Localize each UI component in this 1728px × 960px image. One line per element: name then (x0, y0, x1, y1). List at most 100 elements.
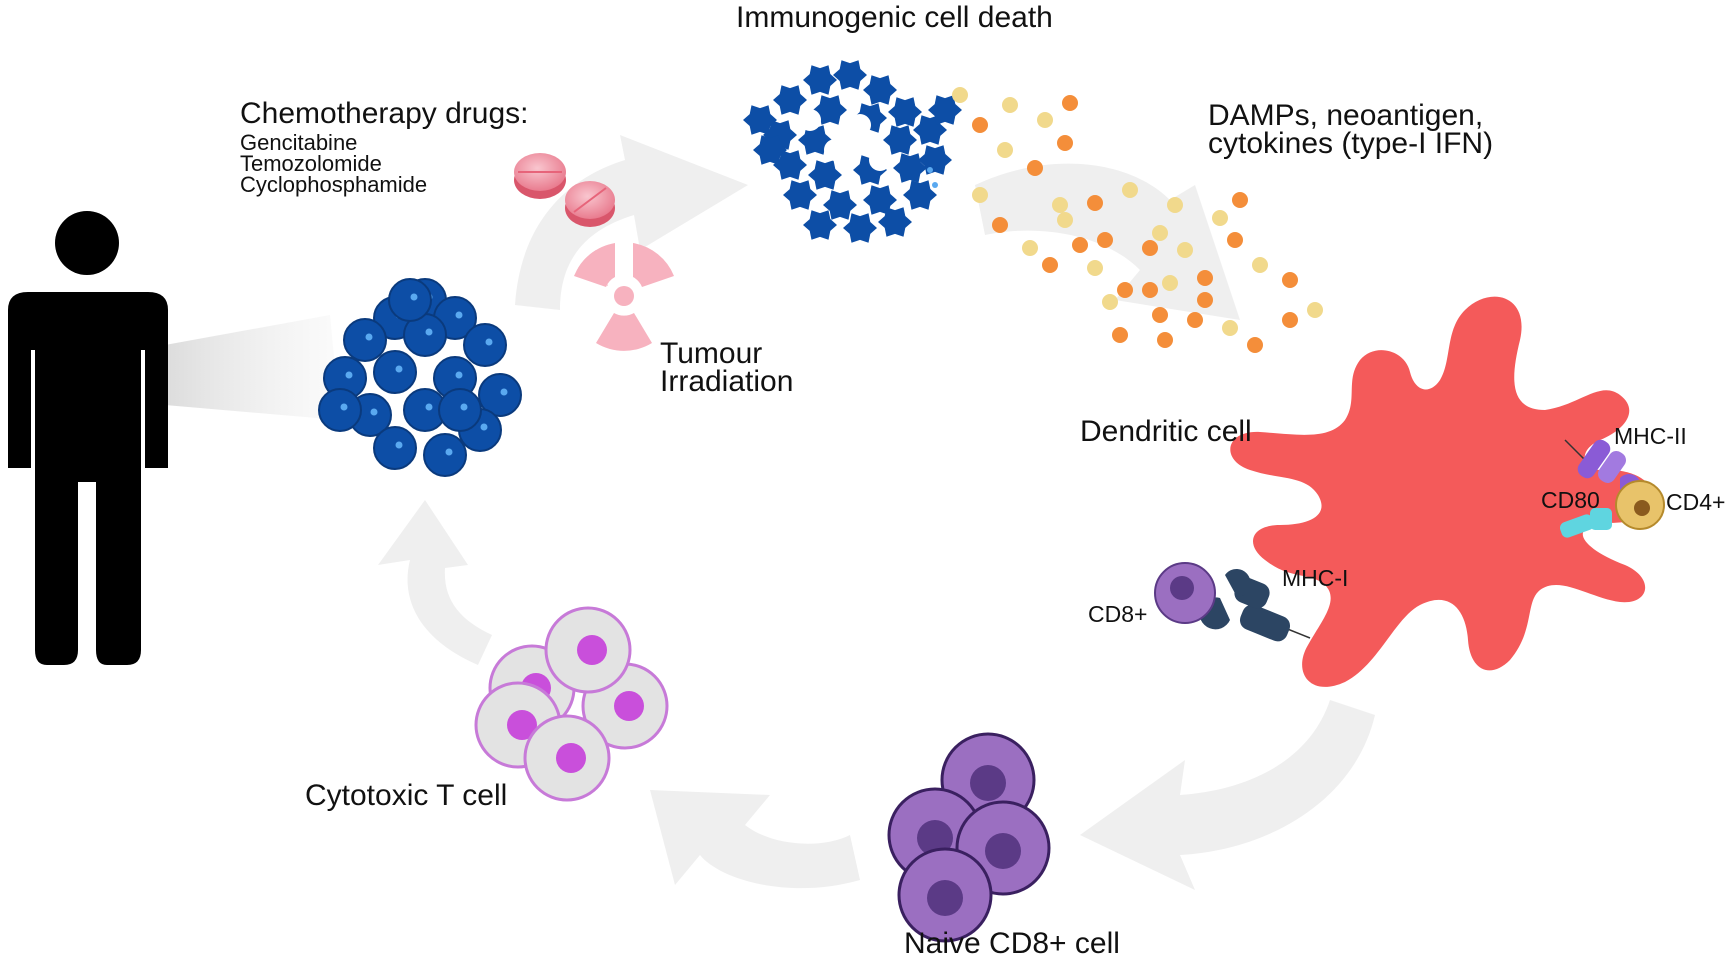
cytotoxic-label: Cytotoxic T cell (305, 779, 508, 812)
person-silhouette-icon (8, 211, 168, 665)
tumour-fragment (803, 65, 837, 95)
tumour-fragment (878, 207, 912, 237)
icd-label: Immunogenic cell death (736, 1, 1053, 34)
damp-particle (1152, 307, 1168, 323)
cycle-arrow-5 (378, 500, 492, 665)
rupture-hole (824, 139, 846, 161)
damp-particle (1142, 282, 1158, 298)
tumour-cell (463, 323, 507, 367)
tumour-cell (373, 426, 417, 470)
damp-particle (1197, 292, 1213, 308)
damp-particle (1162, 275, 1178, 291)
damp-particles (952, 87, 1323, 353)
debris-dot (927, 167, 933, 173)
cytotoxic-t-cell (523, 714, 611, 802)
tumour-fragment (773, 150, 807, 180)
damp-particle (1157, 332, 1173, 348)
damp-particle (1057, 212, 1073, 228)
damp-particle (1027, 160, 1043, 176)
mhc2-label: MHC-II (1614, 423, 1687, 449)
tumour-cell (438, 388, 482, 432)
cycle-arrow-1 (515, 135, 748, 310)
tumour-fragment (918, 145, 952, 175)
damp-particle (992, 217, 1008, 233)
damp-particle (1197, 270, 1213, 286)
cycle-arrow-3 (1080, 700, 1375, 890)
damp-particle (1252, 257, 1268, 273)
damp-particle (1167, 197, 1183, 213)
tumour-fragment (798, 125, 832, 155)
tumour-fragment (863, 185, 897, 215)
tumour-cell (388, 278, 432, 322)
damp-particle (1227, 232, 1243, 248)
damps-label-1: DAMPs, neoantigen, (1208, 99, 1484, 132)
tumour-cell (423, 433, 467, 477)
damp-particle (1097, 232, 1113, 248)
tumour-fragment (893, 153, 927, 183)
tumour-label: Tumour (660, 337, 763, 370)
tumour-cluster (318, 278, 522, 477)
damp-particle (972, 117, 988, 133)
tumour-cell (478, 373, 522, 417)
tumour-fragment (888, 97, 922, 127)
rupture-hole (849, 114, 871, 136)
drug-2: Temozolomide (240, 151, 382, 176)
tumour-fragment (903, 180, 937, 210)
cd8-label: CD8+ (1088, 601, 1148, 627)
damps-label-2: cytokines (type-I IFN) (1208, 127, 1494, 160)
tumour-fragment (823, 190, 857, 220)
damp-particle (1052, 197, 1068, 213)
naive-cd8-cells (887, 732, 1051, 943)
tumour-fragment (808, 160, 842, 190)
tumour-fragment (813, 95, 847, 125)
damp-particle (1282, 312, 1298, 328)
chemo-title: Chemotherapy drugs: (240, 97, 529, 130)
damp-particle (1022, 240, 1038, 256)
cd80-label: CD80 (1541, 487, 1600, 513)
rupture-hole (799, 109, 821, 131)
damp-particle (1057, 135, 1073, 151)
tumour-fragment (928, 95, 962, 125)
dendritic-cell (1230, 296, 1652, 687)
tumour-cell (318, 388, 362, 432)
damp-particle (1037, 112, 1053, 128)
pill-icon (514, 153, 615, 227)
damp-particle (1282, 272, 1298, 288)
tumour-fragment (833, 60, 867, 90)
damp-particle (1307, 302, 1323, 318)
damp-particle (1072, 237, 1088, 253)
damp-particle (1247, 337, 1263, 353)
tumour-fragment (883, 125, 917, 155)
tumour-fragment (843, 213, 877, 243)
cytotoxic-t-cells (474, 606, 669, 802)
naive-cd8-cell (897, 847, 993, 943)
tumour-fragment (803, 210, 837, 240)
damp-particle (1102, 294, 1118, 310)
cd8-t-cell (1154, 562, 1216, 624)
damp-particle (997, 142, 1013, 158)
tumour-cell (323, 356, 367, 400)
damp-particle (1212, 210, 1228, 226)
dendritic-label: Dendritic cell (1080, 415, 1252, 448)
cycle-arrows (378, 135, 1375, 890)
dying-tumour-cluster (743, 60, 962, 243)
tumour-fragment (783, 180, 817, 210)
mhc1-label: MHC-I (1282, 565, 1349, 591)
tumour-fragment (863, 75, 897, 105)
damp-particle (1062, 95, 1078, 111)
damp-particle (1187, 312, 1203, 328)
damp-particle (1112, 327, 1128, 343)
damp-particle (1087, 260, 1103, 276)
tumour-fragment (743, 105, 777, 135)
damp-particle (1087, 195, 1103, 211)
damp-particle (1117, 282, 1133, 298)
tumour-cell (373, 350, 417, 394)
tumour-fragment (753, 135, 787, 165)
rupture-hole (869, 149, 891, 171)
damp-particle (952, 87, 968, 103)
tumour-fragment (773, 85, 807, 115)
damp-particle (1222, 320, 1238, 336)
damp-particle (1232, 192, 1248, 208)
cd80-receptor (1559, 508, 1612, 538)
